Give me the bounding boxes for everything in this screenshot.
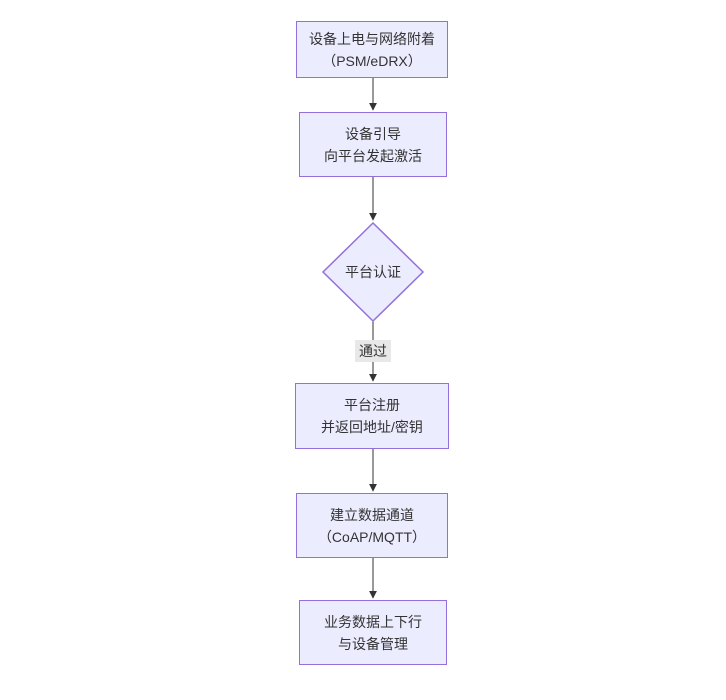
node-label-line: 业务数据上下行 — [324, 613, 422, 630]
node-label-line: （PSM/eDRX） — [322, 52, 422, 69]
node-register: 平台注册 并返回地址/密钥 — [295, 383, 449, 449]
node-label-line: （CoAP/MQTT） — [317, 528, 427, 545]
node-label-line: 并返回地址/密钥 — [321, 419, 423, 435]
edge-label-pass: 通过 — [355, 340, 391, 362]
node-channel: 建立数据通道 （CoAP/MQTT） — [296, 493, 448, 558]
node-business: 业务数据上下行 与设备管理 — [299, 600, 447, 665]
node-auth-label: 平台认证 — [345, 264, 401, 280]
node-label-line: 向平台发起激活 — [324, 147, 422, 164]
node-label-line: 与设备管理 — [338, 635, 408, 652]
node-label-line: 设备引导 — [345, 125, 401, 142]
node-power-attach: 设备上电与网络附着 （PSM/eDRX） — [296, 21, 448, 78]
node-label-line: 建立数据通道 — [330, 506, 414, 523]
node-label-line: 设备上电与网络附着 — [309, 30, 435, 47]
node-label-line: 平台注册 — [344, 397, 400, 413]
node-bootstrap: 设备引导 向平台发起激活 — [299, 112, 447, 177]
